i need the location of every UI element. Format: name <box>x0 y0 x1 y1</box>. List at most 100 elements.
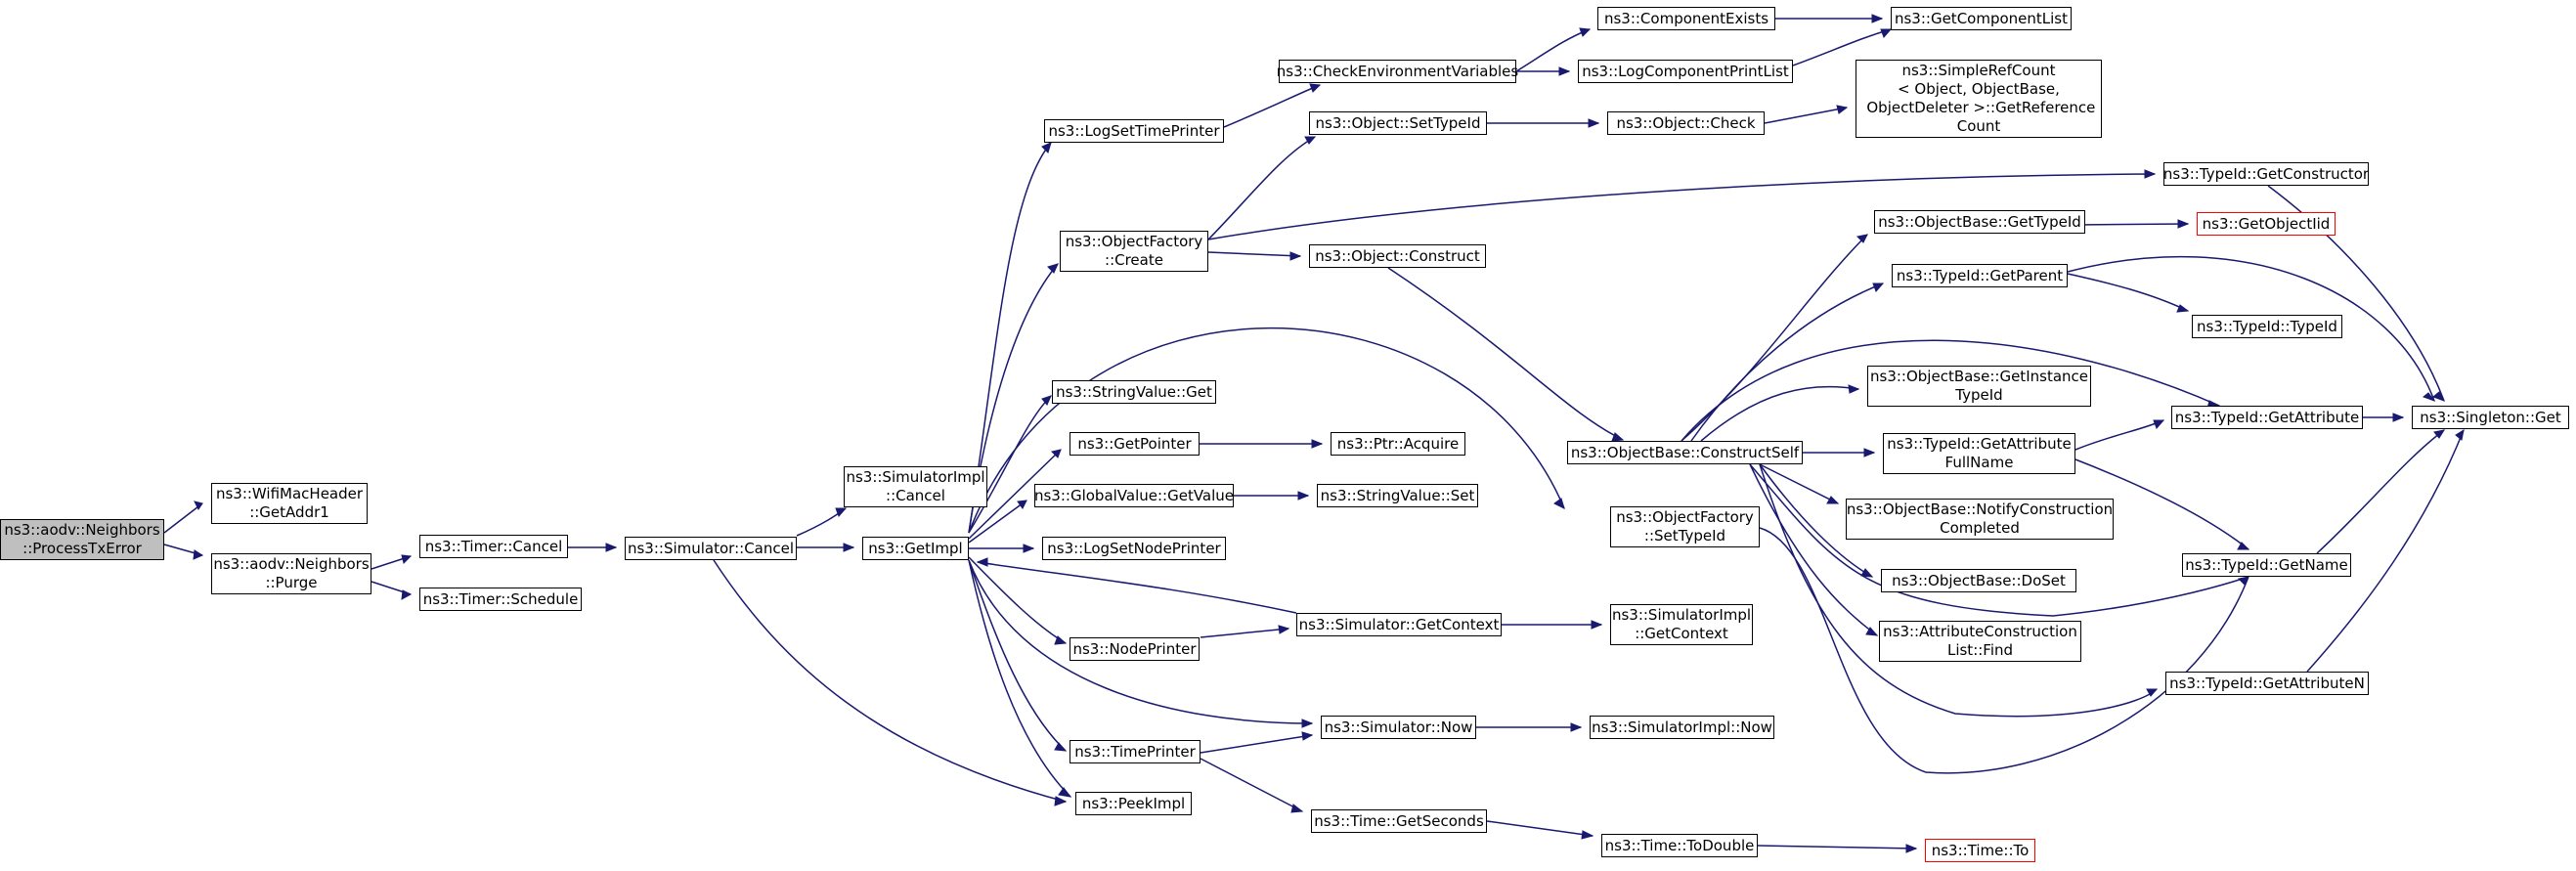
call-edge-arrowhead <box>1905 844 1918 853</box>
node-typeid-typeid[interactable]: ns3::TypeId::TypeId <box>2192 315 2342 338</box>
node-objectbase-gettypeid[interactable]: ns3::ObjectBase::GetTypeId <box>1874 210 2085 234</box>
call-edge <box>1387 267 1624 441</box>
node-stringvalue-get[interactable]: ns3::StringValue::Get <box>1052 380 1216 404</box>
node-objectbase-doset[interactable]: ns3::ObjectBase::DoSet <box>1881 569 2076 592</box>
node-simulator-getcontext[interactable]: ns3::Simulator::GetContext <box>1296 613 1502 636</box>
call-edge-arrowhead <box>1856 234 1868 243</box>
call-edge-arrowhead <box>1051 449 1062 458</box>
node-ptr-acquire[interactable]: ns3::Ptr::Acquire <box>1331 432 1465 456</box>
call-edge <box>1749 463 2249 617</box>
call-edge-arrowhead <box>1553 498 1565 509</box>
node-typeid-getparent[interactable]: ns3::TypeId::GetParent <box>1892 264 2068 287</box>
call-edge <box>968 449 1062 540</box>
node-timeprinter[interactable]: ns3::TimePrinter <box>1070 740 1201 763</box>
node-typeid-getattributefullname[interactable]: ns3::TypeId::GetAttribute FullName <box>1883 433 2075 474</box>
call-edge <box>2074 419 2164 451</box>
call-edge <box>968 142 1052 534</box>
call-edge-arrowhead <box>1278 625 1290 634</box>
call-edge-arrowhead <box>835 507 848 517</box>
node-typeid-getattributen[interactable]: ns3::TypeId::GetAttributeN <box>2165 672 2369 695</box>
call-edge-arrowhead <box>1041 395 1052 406</box>
node-object-check[interactable]: ns3::Object::Check <box>1607 111 1765 135</box>
call-edge-arrowhead <box>1311 439 1324 449</box>
call-edge-arrowhead <box>2176 304 2190 313</box>
node-getcomponentlist[interactable]: ns3::GetComponentList <box>1891 7 2072 30</box>
call-edge <box>1486 820 1594 837</box>
call-edge <box>1200 628 1289 638</box>
call-edge-arrowhead <box>1581 830 1594 840</box>
node-objectbase-constructself[interactable]: ns3::ObjectBase::ConstructSelf <box>1567 441 1803 464</box>
node-objectbase-getinstancetypeid[interactable]: ns3::ObjectBase::GetInstance TypeId <box>1867 366 2091 407</box>
call-edge <box>968 500 1027 544</box>
node-wifimacheader-getaddr1[interactable]: ns3::WifiMacHeader ::GetAddr1 <box>211 483 368 524</box>
call-edge-arrowhead <box>2455 428 2465 441</box>
node-simulatorimpl-getcontext[interactable]: ns3::SimulatorImpl ::GetContext <box>1610 604 1753 645</box>
node-object-settypeid[interactable]: ns3::Object::SetTypeId <box>1309 111 1487 135</box>
call-edge <box>1207 251 1301 257</box>
node-time-todouble[interactable]: ns3::Time::ToDouble <box>1601 834 1758 857</box>
node-getimpl[interactable]: ns3::GetImpl <box>862 537 969 560</box>
call-edge <box>2067 273 2189 312</box>
call-edge-arrowhead <box>1058 787 1072 798</box>
node-simulator-cancel[interactable]: ns3::Simulator::Cancel <box>625 537 797 560</box>
call-edge-arrowhead <box>2392 413 2405 422</box>
node-logcomponentprintlist[interactable]: ns3::LogComponentPrintList <box>1578 60 1793 83</box>
node-simulatorimpl-cancel[interactable]: ns3::SimulatorImpl ::Cancel <box>844 466 987 507</box>
call-edge-arrowhead <box>2432 391 2446 402</box>
node-attributeconstructionlist-find[interactable]: ns3::AttributeConstruction List::Find <box>1879 621 2081 662</box>
call-edge-arrowhead <box>1836 105 1849 114</box>
node-typeid-getconstructor[interactable]: ns3::TypeId::GetConstructor <box>2163 162 2369 186</box>
call-edge-arrowhead <box>1591 620 1603 630</box>
call-edge-arrowhead <box>194 501 203 510</box>
node-simulatorimpl-now[interactable]: ns3::SimulatorImpl::Now <box>1590 716 1774 739</box>
node-peekimpl[interactable]: ns3::PeekImpl <box>1075 792 1192 815</box>
node-time-to[interactable]: ns3::Time::To <box>1925 839 2035 862</box>
node-process-tx-error[interactable]: ns3::aodv::Neighbors ::ProcessTxError <box>0 519 164 560</box>
call-edge-arrowhead <box>1860 568 1874 578</box>
node-getpointer[interactable]: ns3::GetPointer <box>1070 432 1200 456</box>
call-edge <box>1223 84 1321 128</box>
call-edge <box>968 559 1071 798</box>
call-edge <box>2316 429 2445 554</box>
node-componentexists[interactable]: ns3::ComponentExists <box>1597 7 1775 30</box>
call-edge-arrowhead <box>1611 432 1625 442</box>
node-singleton-get[interactable]: ns3::Singleton::Get <box>2412 406 2569 429</box>
call-edge <box>977 561 1297 614</box>
call-edge-arrowhead <box>605 543 618 552</box>
call-edge <box>1700 385 1859 442</box>
call-edge <box>1749 463 1878 636</box>
node-neighbors-purge[interactable]: ns3::aodv::Neighbors ::Purge <box>211 553 371 594</box>
node-globalvalue-getvalue[interactable]: ns3::GlobalValue::GetValue <box>1034 484 1234 507</box>
call-edge-arrowhead <box>1570 722 1583 732</box>
call-edge <box>1200 734 1313 754</box>
node-typeid-getattribute[interactable]: ns3::TypeId::GetAttribute <box>2171 406 2363 429</box>
call-edge-arrowhead <box>401 554 413 564</box>
node-time-getseconds[interactable]: ns3::Time::GetSeconds <box>1311 809 1487 833</box>
call-edge-arrowhead <box>1309 83 1322 93</box>
node-typeid-getname[interactable]: ns3::TypeId::GetName <box>2182 553 2351 577</box>
call-edge <box>2267 185 2445 402</box>
node-logsettimeprinter[interactable]: ns3::LogSetTimePrinter <box>1044 119 1224 143</box>
call-edge <box>1200 758 1303 812</box>
node-objectfactory-create[interactable]: ns3::ObjectFactory ::Create <box>1060 231 1208 272</box>
node-simulator-now[interactable]: ns3::Simulator::Now <box>1321 716 1476 739</box>
node-logsetnodeprinter[interactable]: ns3::LogSetNodePrinter <box>1042 537 1226 560</box>
node-nodeprinter[interactable]: ns3::NodePrinter <box>1070 637 1200 661</box>
node-timer-schedule[interactable]: ns3::Timer::Schedule <box>419 588 582 611</box>
node-simplerefcount-getreferencecount[interactable]: ns3::SimpleRefCount < Object, ObjectBase… <box>1856 60 2102 138</box>
node-checkenvironmentvariables[interactable]: ns3::CheckEnvironmentVariables <box>1277 60 1518 83</box>
node-timer-cancel[interactable]: ns3::Timer::Cancel <box>419 535 568 558</box>
call-edge-arrowhead <box>1017 500 1027 509</box>
node-getobjectiid[interactable]: ns3::GetObjectIid <box>2197 212 2336 236</box>
call-edge-arrowhead <box>2177 219 2190 229</box>
call-edge <box>1764 107 1848 124</box>
call-edge-arrowhead <box>1054 635 1068 645</box>
call-edge-arrowhead <box>1848 384 1860 394</box>
node-objectfactory-settypeid[interactable]: ns3::ObjectFactory ::SetTypeId <box>1610 506 1760 547</box>
node-stringvalue-set[interactable]: ns3::StringValue::Set <box>1317 484 1478 507</box>
node-objectbase-notifyconstructioncompleted[interactable]: ns3::ObjectBase::NotifyConstruction Comp… <box>1846 499 2114 540</box>
call-edge <box>968 556 1067 644</box>
node-object-construct[interactable]: ns3::Object::Construct <box>1309 244 1486 268</box>
